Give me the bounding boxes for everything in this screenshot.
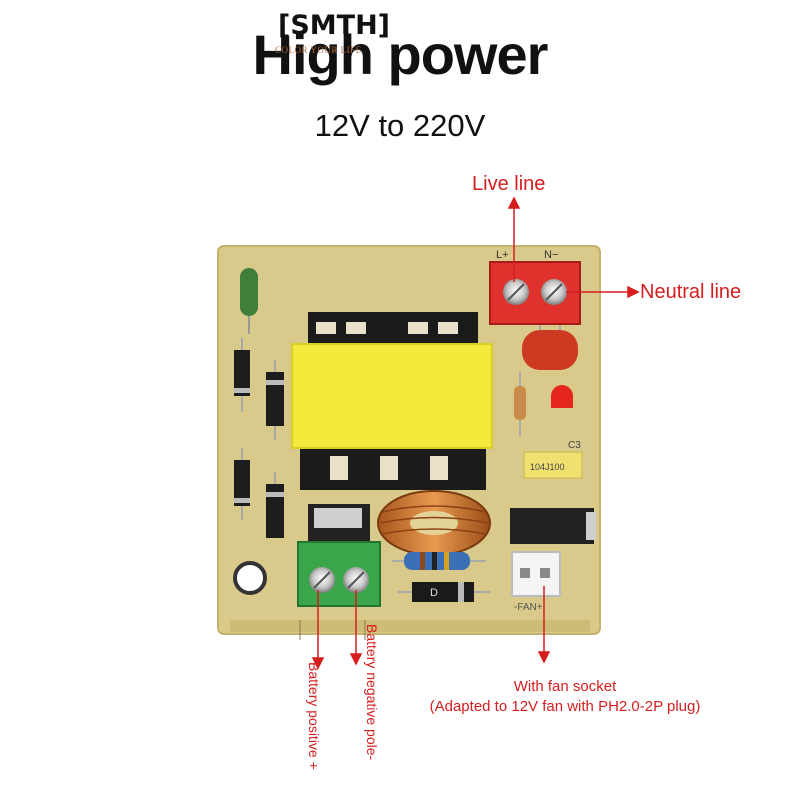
brand-logo: [SMTH] <box>278 10 391 41</box>
arrow-down-icon <box>537 651 551 664</box>
diode-bottom <box>398 582 490 602</box>
annotation-arrows <box>311 196 640 670</box>
arrow-down-icon <box>311 657 325 670</box>
capacitor-c3 <box>523 451 583 479</box>
neutral-line-label: Neutral line <box>640 281 742 303</box>
c3-marking: C3 <box>568 440 581 451</box>
fan-socket <box>511 551 561 597</box>
led-red <box>551 385 573 408</box>
fan-marking: -FAN+ <box>514 602 543 613</box>
resistor-small <box>514 372 526 436</box>
live-marking: L+ <box>496 249 509 261</box>
page-title: High power <box>252 23 549 86</box>
battery-positive-label: Battery positive + <box>306 662 322 770</box>
diode-marking: D <box>430 587 438 599</box>
neutral-marking: N− <box>544 249 558 261</box>
arrow-down-icon <box>349 653 363 666</box>
live-line-label: Live line <box>472 173 546 195</box>
battery-negative-label: Battery negative pole- <box>364 624 380 761</box>
arrow-right-icon <box>627 285 640 299</box>
fan-socket-note: With fan socket (Adapted to 12V fan with… <box>380 677 750 717</box>
resistor <box>392 552 486 570</box>
arrow-up-icon <box>507 196 521 209</box>
fan-socket-note-line2: (Adapted to 12V fan with PH2.0-2P plug) <box>429 698 701 715</box>
battery-terminal-block <box>297 541 381 607</box>
transformer <box>291 312 493 490</box>
capacitor-c2 <box>240 268 258 334</box>
brand-tagline: COLOR YOUR LIFE <box>275 45 362 55</box>
mosfet-right <box>510 508 596 544</box>
left-diodes <box>234 338 284 538</box>
fan-socket-note-line1: With fan socket <box>513 678 617 695</box>
c3-value-marking: 104J100 <box>530 462 565 472</box>
mosfet-left <box>308 504 370 546</box>
page-subtitle: 12V to 220V <box>314 108 486 143</box>
mounting-hole <box>233 561 267 595</box>
toroid-inductor <box>377 490 491 556</box>
ac-terminal-block <box>489 261 581 325</box>
